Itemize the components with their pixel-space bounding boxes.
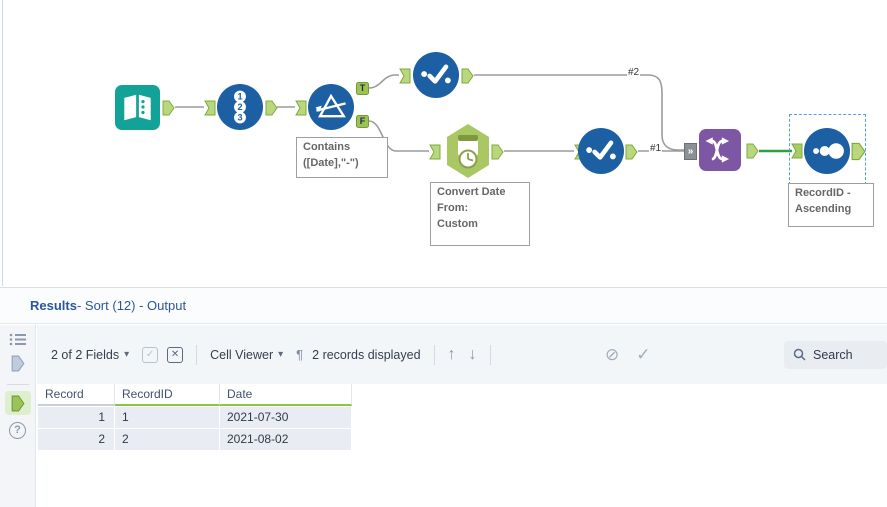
- results-main: 2 of 2 Fields ▾ ✓ ✕ Cell Viewer ▾ ¶ 2 re…: [37, 325, 887, 507]
- select-true-input-anchor[interactable]: [399, 68, 411, 84]
- results-panel: Results - Sort (12) - Output: [0, 286, 887, 507]
- chevron-down-icon[interactable]: ▾: [124, 349, 130, 360]
- input-data-tool[interactable]: [115, 85, 160, 130]
- svg-text:3: 3: [237, 113, 242, 123]
- toolbar-divider: [196, 344, 198, 365]
- results-panel-header[interactable]: Results - Sort (12) - Output: [0, 287, 887, 324]
- wire-filter-true-to-select[interactable]: [368, 74, 399, 89]
- toolbar-divider: [489, 344, 491, 365]
- connection-label-1: #1: [649, 143, 663, 154]
- filter-icon: [315, 93, 346, 118]
- select-tool-false-branch[interactable]: [578, 128, 624, 174]
- record-id-tool[interactable]: 1 2 3: [217, 84, 263, 130]
- move-up-icon[interactable]: ↑: [447, 345, 456, 363]
- table-row: 1 1 2021-07-30: [38, 407, 352, 428]
- select-check-icon: [421, 64, 451, 84]
- union-output-anchor[interactable]: [746, 143, 759, 159]
- cell-recordid[interactable]: 1: [115, 407, 220, 428]
- cancel-icon[interactable]: ⊘: [605, 345, 620, 364]
- union-tool[interactable]: [699, 129, 741, 171]
- sort-annotation[interactable]: RecordID - Ascending: [788, 183, 874, 227]
- cell-recordid[interactable]: 2: [115, 429, 220, 450]
- sidebar-divider: [6, 384, 29, 385]
- recordid-output-anchor[interactable]: [265, 100, 278, 116]
- column-header-recordid[interactable]: RecordID: [115, 384, 220, 406]
- filter-input-anchor[interactable]: [295, 100, 307, 116]
- select-tool-true-branch[interactable]: [413, 52, 459, 98]
- fields-dropdown[interactable]: 2 of 2 Fields: [51, 347, 120, 362]
- table-header-row: Record RecordID Date: [38, 384, 352, 406]
- results-sidebar: ?: [0, 325, 36, 507]
- search-icon: [793, 348, 806, 361]
- cell-viewer-dropdown[interactable]: Cell Viewer: [210, 347, 274, 362]
- svg-text:2: 2: [237, 102, 242, 112]
- record-id-icon: 1 2 3: [234, 90, 246, 124]
- results-subtitle: - Sort (12) - Output: [76, 298, 187, 313]
- chevron-down-icon[interactable]: ▾: [278, 349, 284, 360]
- column-header-record[interactable]: Record: [38, 384, 115, 406]
- table-row: 2 2 2021-08-02: [38, 429, 352, 450]
- input-anchor-view-icon[interactable]: [9, 355, 27, 372]
- metadata-list-icon[interactable]: [9, 333, 26, 346]
- search-placeholder: Search: [812, 347, 853, 362]
- union-helix-icon: [705, 137, 730, 163]
- cell-date[interactable]: 2021-08-02: [220, 429, 352, 450]
- workflow-canvas[interactable]: 1 2 3 T F Contains ([Date],"-"): [0, 0, 887, 287]
- whitespace-toggle-icon[interactable]: ¶: [296, 347, 304, 362]
- select-check-icon: [586, 140, 616, 160]
- output-anchor-view-icon-active[interactable]: [4, 391, 31, 415]
- cell-record[interactable]: 1: [38, 407, 115, 428]
- connection-wires: [175, 74, 792, 153]
- sort-output-anchor[interactable]: [851, 142, 866, 161]
- input-tool-output-anchor[interactable]: [162, 100, 175, 116]
- recordid-input-anchor[interactable]: [204, 100, 216, 116]
- datetime-output-anchor[interactable]: [491, 144, 504, 160]
- datetime-tool[interactable]: [445, 123, 491, 179]
- open-book-icon: [124, 94, 151, 121]
- results-toolbar: 2 of 2 Fields ▾ ✓ ✕ Cell Viewer ▾ ¶ 2 re…: [37, 325, 887, 384]
- svg-text:1: 1: [237, 92, 242, 102]
- select-all-fields-icon[interactable]: ✓: [142, 346, 159, 363]
- datetime-input-anchor[interactable]: [429, 144, 441, 160]
- cell-record[interactable]: 2: [38, 429, 115, 450]
- filter-false-anchor[interactable]: F: [356, 115, 369, 128]
- connection-label-2: #2: [627, 67, 641, 78]
- sort-dots-icon: [813, 143, 844, 159]
- filter-tool[interactable]: [308, 84, 354, 130]
- datetime-annotation[interactable]: Convert Date From: Custom: [430, 182, 530, 246]
- select-true-output-anchor[interactable]: [461, 68, 474, 84]
- toolbar-divider: [433, 344, 435, 365]
- deselect-fields-icon[interactable]: ✕: [167, 346, 184, 363]
- apply-check-icon[interactable]: ✓: [636, 345, 651, 364]
- select-false-output-anchor[interactable]: [625, 144, 638, 160]
- union-multi-input-anchor[interactable]: »: [684, 143, 697, 160]
- help-icon[interactable]: ?: [9, 422, 26, 439]
- canvas-left-edge: [2, 0, 3, 287]
- search-input[interactable]: Search: [783, 340, 887, 369]
- results-title: Results: [30, 298, 77, 313]
- sort-tool[interactable]: [804, 128, 850, 174]
- sort-input-anchor[interactable]: [791, 143, 803, 159]
- records-displayed-status: 2 records displayed: [312, 347, 421, 362]
- column-header-date[interactable]: Date: [220, 384, 352, 406]
- move-down-icon[interactable]: ↓: [468, 345, 477, 363]
- results-table: Record RecordID Date 1 1 2021-07-30 2 2 …: [38, 384, 352, 450]
- wire-select-to-union-branch2[interactable]: [474, 74, 684, 151]
- cell-date[interactable]: 2021-07-30: [220, 407, 352, 428]
- filter-true-anchor[interactable]: T: [356, 82, 369, 95]
- datetime-calendar-clock-icon: [447, 124, 489, 178]
- filter-annotation[interactable]: Contains ([Date],"-"): [296, 137, 388, 178]
